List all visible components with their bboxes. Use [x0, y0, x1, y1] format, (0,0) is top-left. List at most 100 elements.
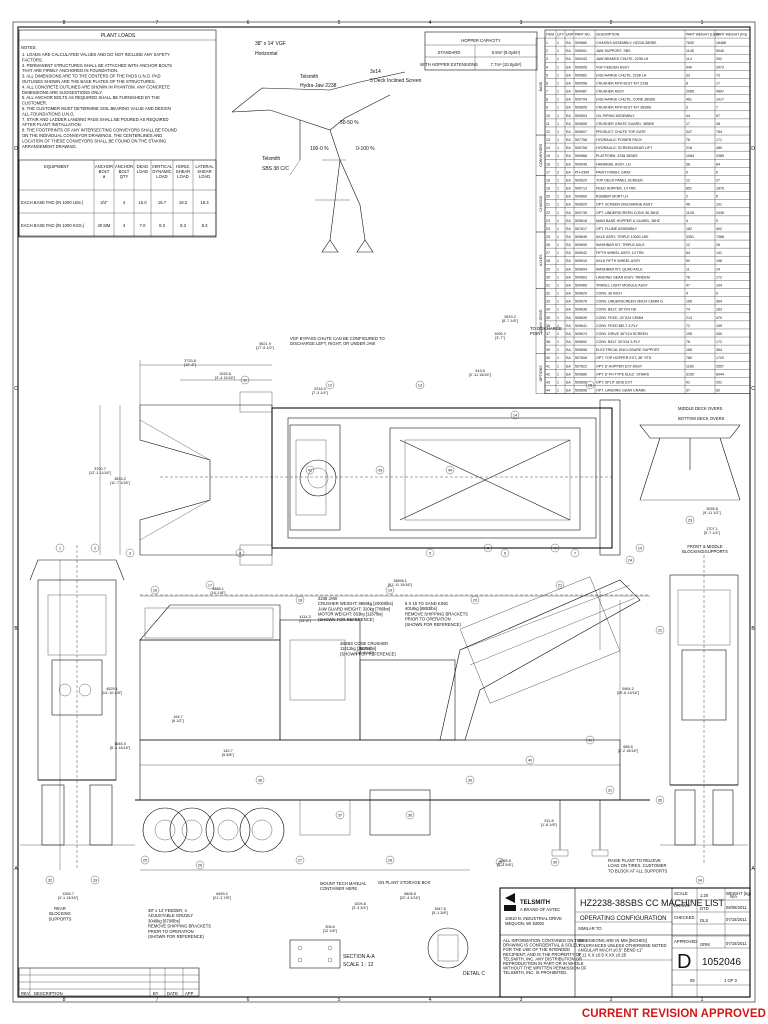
flow-label-telsmith-2: Telsmith	[262, 156, 281, 162]
parts-cell: 1	[557, 316, 559, 320]
parts-cell: 44	[686, 114, 690, 118]
item-balloon	[405, 810, 415, 820]
dimension-label: 1009.8[3'-3 3/4"]	[352, 902, 368, 910]
parts-cell: EA	[566, 243, 571, 247]
parts-cell: 12	[686, 178, 690, 182]
parts-cell: 470	[716, 316, 722, 320]
parts-cell: 0	[686, 170, 688, 174]
parts-cell: 34	[546, 308, 550, 312]
item-balloon-number: 27	[298, 858, 302, 862]
parts-cell: 509487	[575, 90, 587, 94]
parts-cell: CRUSHER MTR BOLT KIT 38SBS	[596, 106, 652, 110]
zone-col-top: 5	[338, 20, 341, 26]
parts-cell: 252	[716, 57, 722, 61]
parts-cell: EA	[566, 41, 571, 45]
parts-cell: 509549	[575, 162, 587, 166]
parts-cell: 509663	[575, 275, 587, 279]
parts-cell: 509465	[575, 283, 587, 287]
parts-cell: 3150	[686, 372, 694, 376]
parts-cell: 24	[716, 267, 720, 271]
note-line: 7. STAIR AND LADDER LANDING PADS SHALL B…	[22, 117, 169, 122]
loads-header-cell: DEAD	[137, 164, 149, 169]
parts-cell: 1	[557, 275, 559, 279]
item-balloon	[295, 595, 305, 605]
dimension-label: 685.5[2'-2 15/16"]	[618, 745, 638, 753]
hopper-capacity-block: HOPPER CAPACITY STANDARD 5.9m³ (6.0yds³)…	[420, 31, 538, 71]
item-balloon-number: 41	[588, 738, 592, 742]
dimension-label: 5964.2[19'-6 13/16"]	[617, 687, 639, 695]
parts-cell: 1	[557, 138, 559, 142]
dimension-label: 3533.2[11'-7 1/16"]	[110, 477, 130, 485]
item-balloon-number: 19	[388, 588, 392, 592]
parts-section-label: BASE	[539, 81, 543, 91]
item-balloon-number: 29	[498, 860, 502, 864]
item-balloon	[335, 810, 345, 820]
parts-cell: 195	[686, 332, 692, 336]
dimension-label: 142.7[5 5/8"]	[222, 749, 234, 757]
zone-col-top: 4	[429, 20, 432, 26]
item-balloon-number: 28	[388, 858, 392, 862]
loads-header-cell: ANCHOR	[115, 164, 133, 169]
parts-cell: 35	[546, 316, 550, 320]
parts-cell: 43	[546, 380, 550, 384]
parts-cell: EA	[566, 154, 571, 158]
parts-cell: 218	[686, 146, 692, 150]
zone-row-left: B	[14, 626, 18, 632]
parts-cell: 1084	[686, 154, 694, 158]
parts-cell: EA	[566, 340, 571, 344]
parts-cell: PRODUCT CHUTE TOP GATE	[596, 130, 646, 134]
parts-cell: 163	[716, 308, 722, 312]
parts-cell: 32	[546, 292, 550, 296]
parts-cell: EA	[566, 90, 571, 94]
parts-cell: EA	[566, 195, 571, 199]
parts-cell: EA	[566, 170, 571, 174]
note-line: 6. THE CUSTOMER MUST DETERMINE SOIL BEAR…	[22, 106, 171, 111]
parts-cell: EA	[566, 324, 571, 328]
revision-block: REV DESCRIPTION BY DATE APP	[18, 967, 200, 997]
parts-cell: 509713	[575, 187, 587, 191]
side-elevation	[135, 576, 650, 857]
item-balloon	[55, 543, 65, 553]
parts-cell: 509620	[575, 292, 587, 296]
section-aa-label: SECTION A-A	[343, 954, 375, 960]
parts-cell: 1	[557, 356, 559, 360]
item-balloon	[500, 548, 510, 558]
parts-cell: PAINT FINISH, GRAY	[596, 170, 632, 174]
tolerance-block: DIMENSIONS ARE IN MM [INCHES]TOLERANCES …	[578, 938, 667, 957]
note-line: CUSTOMER.	[22, 101, 47, 106]
parts-cell: 1145	[686, 49, 694, 53]
parts-cell: 24	[546, 227, 550, 231]
parts-cell: 9	[546, 106, 548, 110]
title-block: TELSMITH A BRAND OF ASTEC 10910 N. INDUS…	[499, 887, 752, 998]
hopper-row-1-label: STANDARD	[438, 50, 461, 55]
parts-cell: 1	[557, 130, 559, 134]
parts-cell: 402	[716, 227, 722, 231]
hopper-row-2-value: 7.7m³ (10.0yds³)	[491, 62, 522, 67]
loads-cell: 8.3	[159, 223, 165, 228]
parts-cell: 509529	[575, 178, 587, 182]
parts-cell: AXLE FIFTH WHEEL ASSY	[596, 259, 641, 263]
revision-status-stamp: CURRENT REVISION APPROVED	[581, 1008, 766, 1020]
parts-cell: EA	[566, 380, 571, 384]
telsmith-logo-icon	[505, 893, 515, 903]
item-balloon	[425, 548, 435, 558]
item-balloon	[195, 860, 205, 870]
item-balloon	[570, 548, 580, 558]
parts-cell: EA	[566, 219, 571, 223]
detail-c: DETAIL C	[427, 927, 485, 977]
loads-header-cell: VERTICAL	[152, 164, 173, 169]
hopper-capacity-title: HOPPER CAPACITY	[461, 38, 501, 43]
zone-col-top: 6	[247, 20, 250, 26]
parts-cell: EA	[566, 300, 571, 304]
note-line: 4. ALL CONCRETE OUTLINES ARE SHOWN IN PH…	[22, 84, 170, 89]
parts-cell: 78	[686, 138, 690, 142]
item-balloon-number: 6	[504, 551, 506, 555]
note-line: 3. ALL DIMENSIONS ARE TO THE CENTERS OF …	[22, 74, 161, 79]
parts-cell: 5	[716, 195, 718, 199]
sheet-number: 1 OF 3	[724, 978, 737, 983]
item-balloon	[415, 380, 425, 390]
loads-header-cell: SHEAR	[176, 169, 190, 174]
flow-label-3x14: 3x14	[370, 69, 381, 75]
